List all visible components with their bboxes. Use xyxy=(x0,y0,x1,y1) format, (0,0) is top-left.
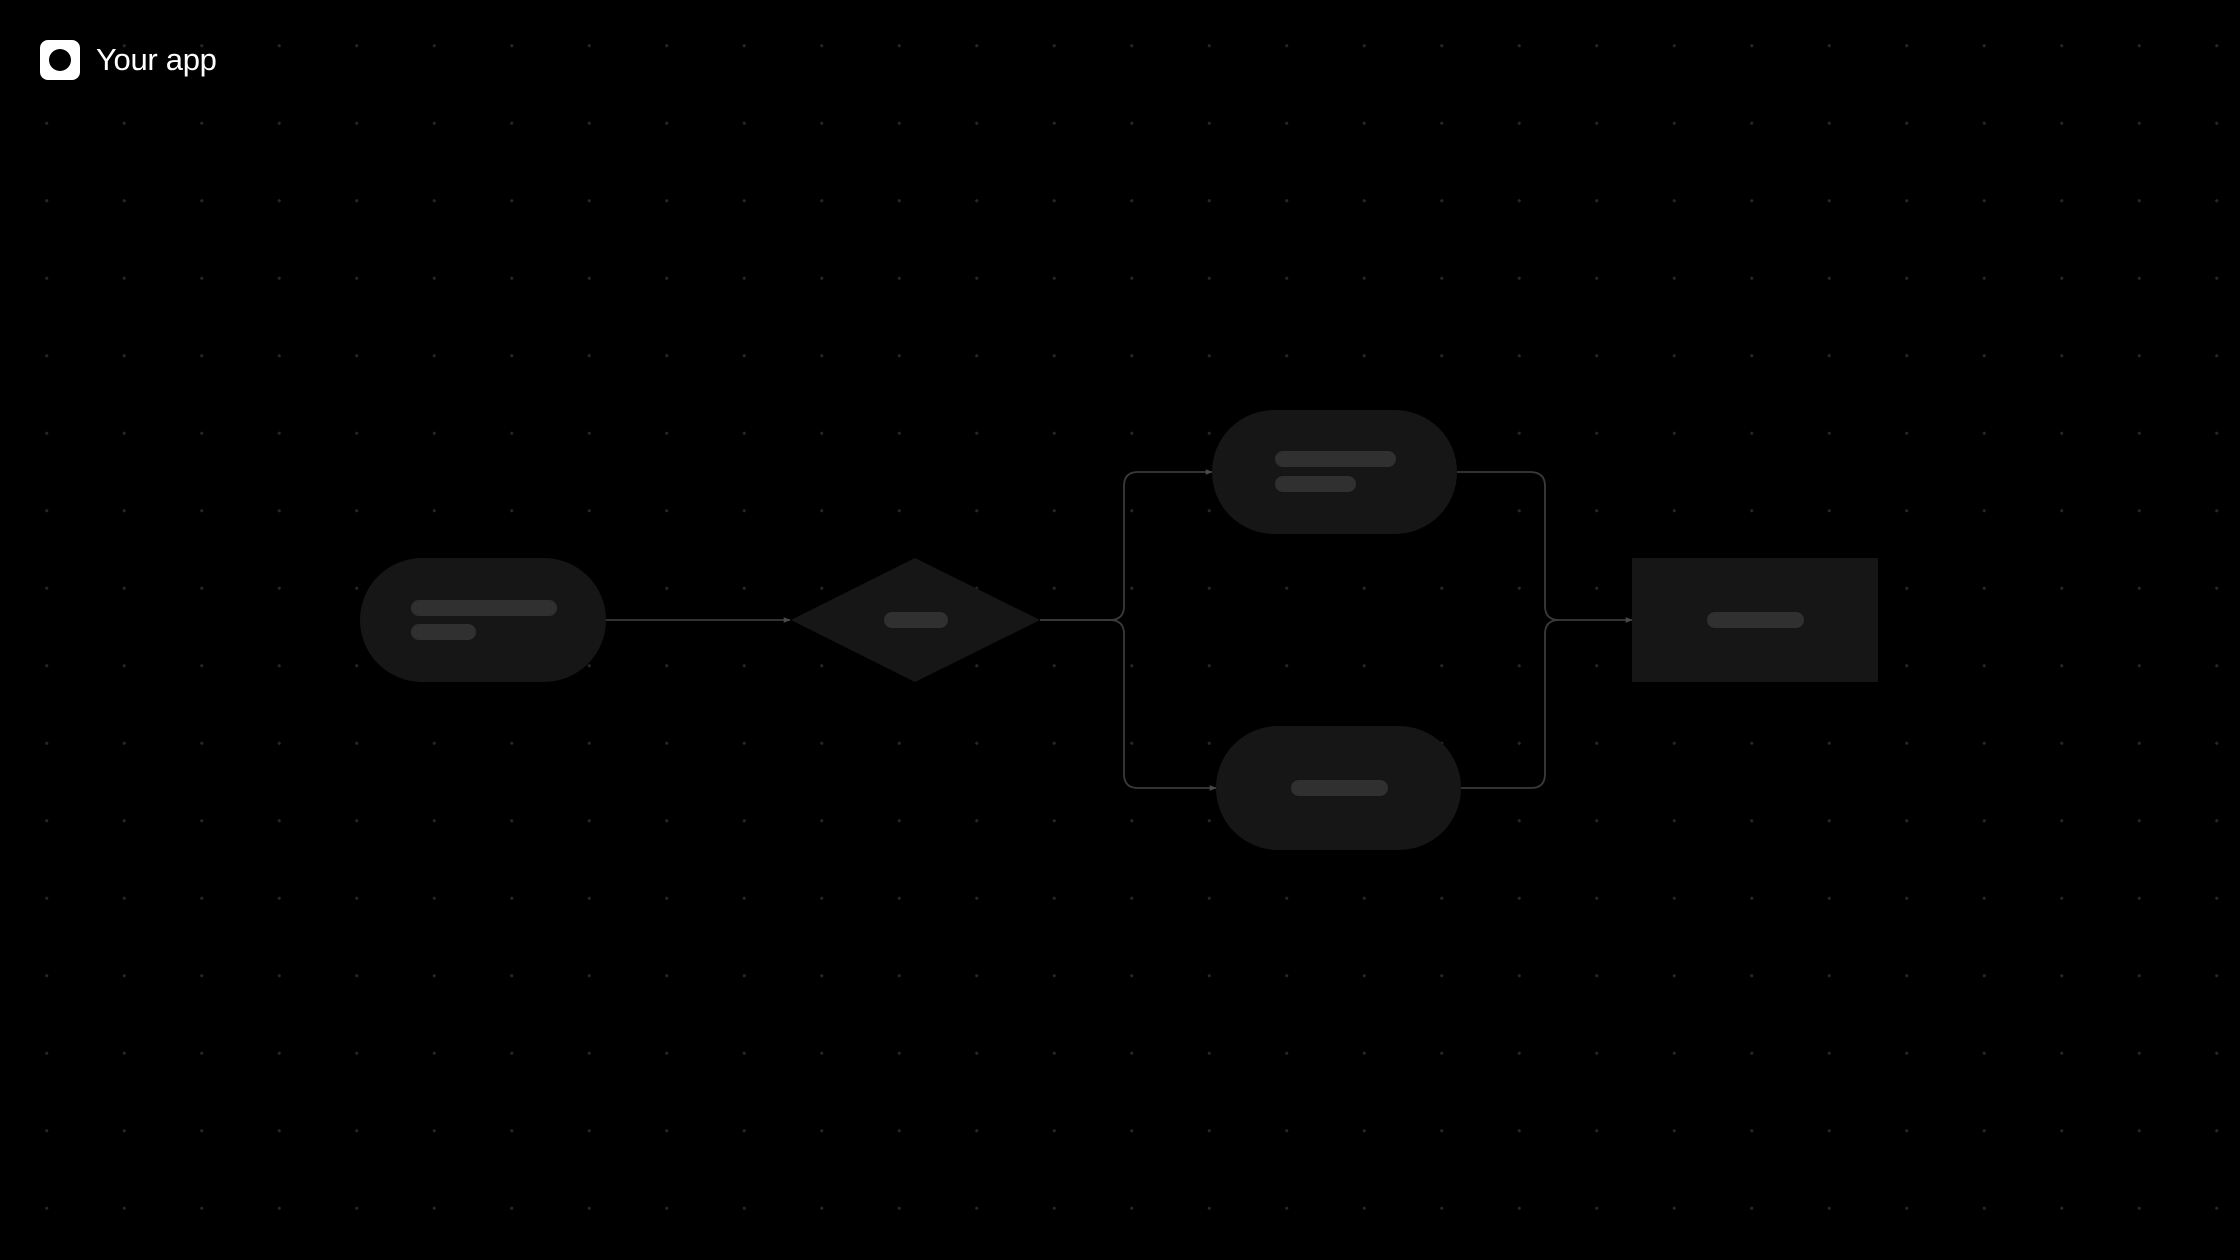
app-brand: Your app xyxy=(40,40,217,80)
app-name: Your app xyxy=(96,42,217,77)
edge-decision-to-upper xyxy=(1040,469,1213,621)
node-start[interactable] xyxy=(360,558,606,682)
node-end[interactable] xyxy=(1632,558,1878,682)
edge-lower-to-end xyxy=(1461,619,1560,789)
node-branch-upper-placeholder-line-2 xyxy=(1275,476,1356,492)
node-end-placeholder-line xyxy=(1707,612,1804,628)
node-branch-upper-placeholder-line-1 xyxy=(1275,451,1396,467)
node-branch-lower[interactable] xyxy=(1216,726,1461,850)
node-decision-placeholder-line xyxy=(884,612,948,628)
app-logo-icon xyxy=(40,40,80,80)
node-decision[interactable] xyxy=(791,558,1040,682)
node-start-placeholder-line-1 xyxy=(411,600,557,616)
node-branch-upper[interactable] xyxy=(1212,410,1457,534)
edge-decision-to-lower xyxy=(1040,619,1217,791)
node-branch-lower-placeholder-line xyxy=(1291,780,1388,796)
node-start-placeholder-line-2 xyxy=(411,624,476,640)
edge-upper-to-end xyxy=(1457,471,1633,623)
